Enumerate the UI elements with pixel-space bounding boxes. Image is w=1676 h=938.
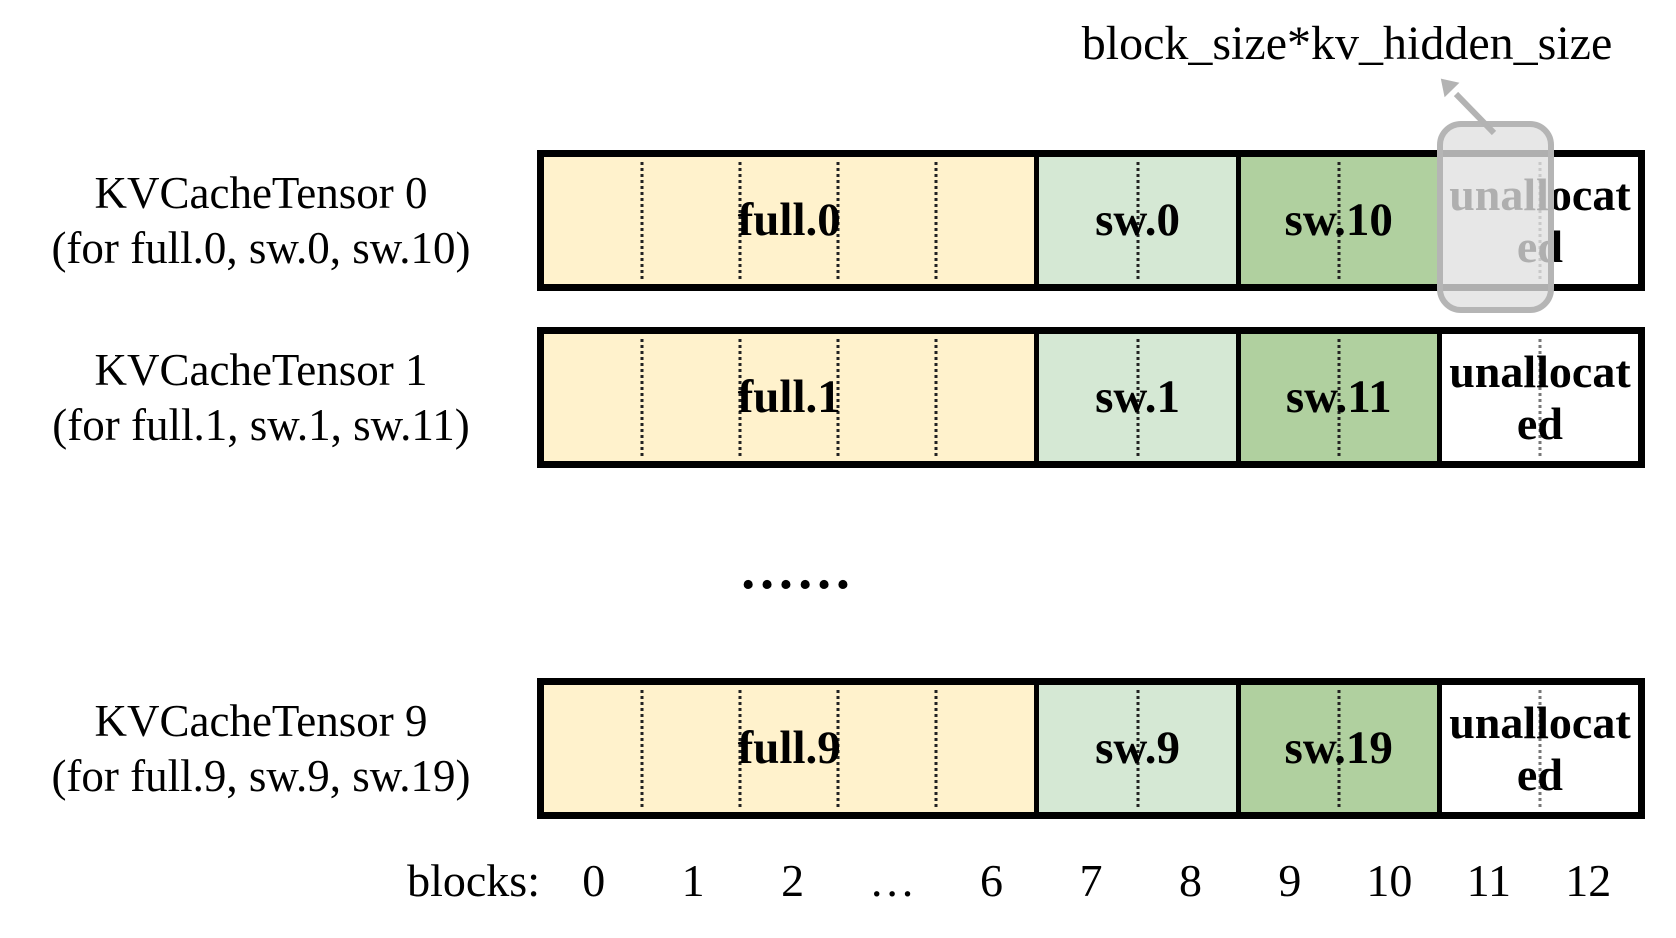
tensor-row-label: KVCacheTensor 9 (for full.9, sw.9, sw.19… <box>12 678 510 819</box>
block-tick: 9 <box>1278 855 1302 906</box>
tensor-detail: (for full.9, sw.9, sw.19) <box>51 750 471 801</box>
block-tick: … <box>869 855 916 906</box>
tensor-name: KVCacheTensor 1 <box>94 344 428 395</box>
segment-sw-early-label: sw.0 <box>1095 194 1180 247</box>
segment-unallocated-label: unallocated <box>1442 334 1638 461</box>
block-divider <box>738 162 742 279</box>
block-divider <box>1136 162 1140 279</box>
segment-unallocated-text: unallocated <box>1449 696 1631 800</box>
block-divider <box>1136 339 1140 456</box>
block-tick: 12 <box>1565 855 1612 906</box>
segment-sw-early: sw.1 <box>1034 334 1236 461</box>
segment-full-label: full.0 <box>737 194 841 247</box>
block-divider <box>836 162 840 279</box>
segment-unallocated-text: unallocated <box>1449 345 1631 449</box>
segment-sw-late: sw.19 <box>1235 685 1437 812</box>
segment-unallocated: unallocated <box>1436 685 1639 812</box>
tensor-detail: (for full.1, sw.1, sw.11) <box>52 399 470 450</box>
block-divider <box>738 339 742 456</box>
block-tick: 1 <box>681 855 705 906</box>
block-divider <box>1538 690 1542 807</box>
segment-sw-early: sw.9 <box>1034 685 1236 812</box>
tensor-detail: (for full.0, sw.0, sw.10) <box>51 222 471 273</box>
block-divider <box>1337 162 1341 279</box>
segment-sw-late-label: sw.11 <box>1285 371 1392 424</box>
segment-unallocated: unallocated <box>1436 334 1639 461</box>
block-divider <box>934 339 938 456</box>
segment-full-label: full.1 <box>737 371 841 424</box>
block-divider <box>934 162 938 279</box>
block-divider <box>836 339 840 456</box>
segment-full: full.9 <box>544 685 1035 812</box>
block-divider <box>640 339 644 456</box>
rows-ellipsis: …… <box>739 539 853 601</box>
block-divider <box>1337 339 1341 456</box>
segment-sw-early-label: sw.9 <box>1095 722 1180 775</box>
segment-full: full.1 <box>544 334 1035 461</box>
segment-full: full.0 <box>544 157 1035 284</box>
tensor-row-label: KVCacheTensor 0 (for full.0, sw.0, sw.10… <box>12 150 510 291</box>
block-divider <box>640 162 644 279</box>
block-tick: 11 <box>1466 855 1511 906</box>
block-divider <box>1136 690 1140 807</box>
block-divider <box>934 690 938 807</box>
blocks-axis-label: blocks: <box>407 855 540 906</box>
tensor-name: KVCacheTensor 9 <box>94 695 428 746</box>
segment-sw-early: sw.0 <box>1034 157 1236 284</box>
segment-sw-late-label: sw.19 <box>1284 722 1393 775</box>
block-divider <box>640 690 644 807</box>
block-divider <box>1538 339 1542 456</box>
block-tick: 8 <box>1178 855 1202 906</box>
block-divider <box>836 690 840 807</box>
block-tick: 10 <box>1366 855 1413 906</box>
block-divider <box>738 690 742 807</box>
tensor-row-label: KVCacheTensor 1 (for full.1, sw.1, sw.11… <box>12 327 510 468</box>
segment-sw-late: sw.11 <box>1235 334 1437 461</box>
segment-unallocated-label: unallocated <box>1442 685 1638 812</box>
block-tick: 6 <box>980 855 1004 906</box>
block-size-annotation: block_size*kv_hidden_size <box>1081 17 1613 70</box>
annotation-arrowhead <box>1440 78 1460 98</box>
segment-sw-late: sw.10 <box>1235 157 1437 284</box>
highlight-box <box>1437 121 1554 313</box>
tensor-name: KVCacheTensor 0 <box>94 167 428 218</box>
block-tick: 7 <box>1079 855 1103 906</box>
block-tick: 2 <box>781 855 805 906</box>
kv-cache-bar: full.1 sw.1 sw.11 unallocated <box>537 327 1645 468</box>
segment-full-label: full.9 <box>737 722 841 775</box>
kv-cache-bar: full.9 sw.9 sw.19 unallocated <box>537 678 1645 819</box>
block-divider <box>1337 690 1341 807</box>
segment-sw-late-label: sw.10 <box>1284 194 1393 247</box>
block-tick: 0 <box>582 855 606 906</box>
segment-sw-early-label: sw.1 <box>1095 371 1180 424</box>
